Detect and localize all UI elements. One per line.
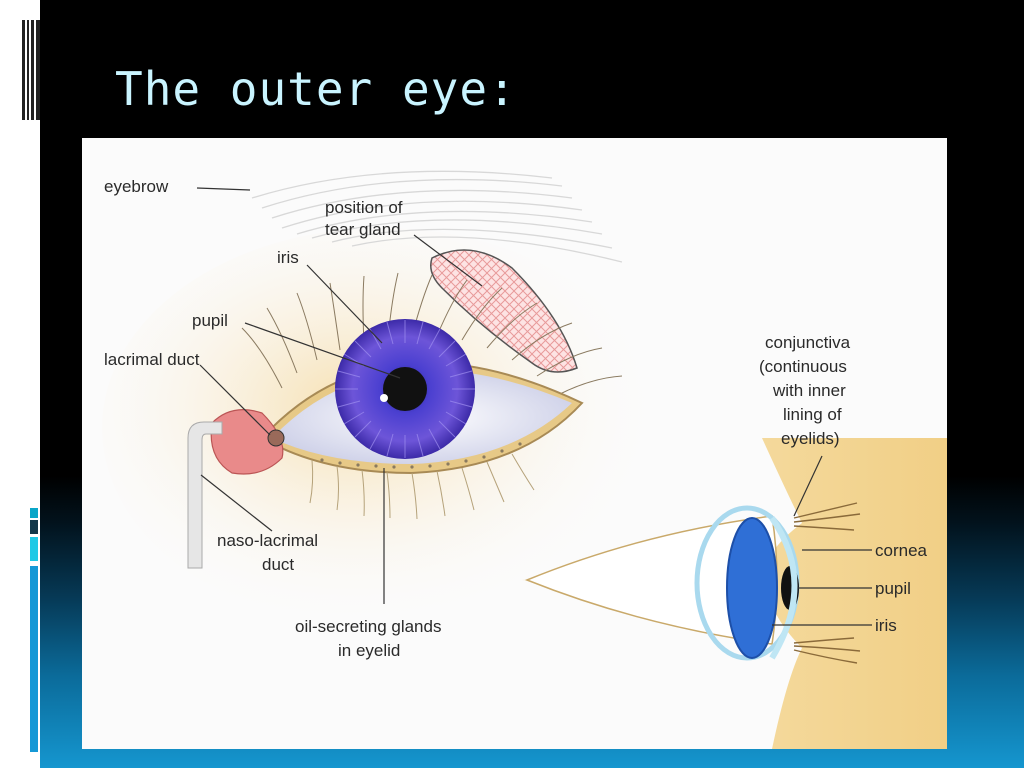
decor-accent: [30, 537, 38, 561]
label-conjunctiva-line2: (continuous: [759, 357, 847, 376]
eyebrow-leader: [196, 187, 251, 191]
lower-eyelashes: [309, 453, 535, 520]
oil-gland-dots: [320, 442, 522, 469]
label-iris: iris: [277, 248, 299, 267]
label-conjunctiva-line3: with inner: [772, 381, 846, 400]
label-conjunctiva-line5: eyelids): [781, 429, 840, 448]
pupil-leader: [244, 322, 401, 379]
label-tear-gland-line2: tear gland: [325, 220, 401, 239]
iris-striations: [335, 320, 475, 458]
label-oil-glands-line2: in eyelid: [338, 641, 400, 660]
eye-diagram-figure: eyebrow position of tear gland iris pupi…: [82, 138, 947, 749]
front-pupil: [383, 367, 427, 411]
label-side-pupil: pupil: [875, 579, 911, 598]
decor-accent: [30, 520, 38, 534]
eyebrow-hairs: [251, 170, 623, 263]
conjunctiva-leader: [793, 455, 823, 517]
label-eyebrow: eyebrow: [104, 177, 169, 196]
pupil-highlight: [380, 394, 388, 402]
iris-leader: [306, 264, 383, 344]
label-naso-lacrimal-line2: duct: [262, 555, 294, 574]
slide-title: The outer eye:: [115, 62, 517, 116]
tear-gland-leader: [413, 234, 483, 287]
label-lacrimal-duct: lacrimal duct: [104, 350, 200, 369]
label-side-iris: iris: [875, 616, 897, 635]
naso-lacrimal-duct-shape: [187, 421, 223, 569]
label-naso-lacrimal-line1: naso-lacrimal: [217, 531, 318, 550]
eye-diagram: eyebrow position of tear gland iris pupi…: [102, 170, 947, 749]
naso-lacrimal-leader: [200, 474, 273, 532]
tear-gland-shape: [430, 249, 578, 373]
label-conjunctiva-line1: conjunctiva: [765, 333, 851, 352]
decor-accent: [30, 566, 38, 752]
side-cornea: [769, 516, 798, 660]
label-pupil: pupil: [192, 311, 228, 330]
label-tear-gland-line1: position of: [325, 198, 403, 217]
label-oil-glands-line1: oil-secreting glands: [295, 617, 441, 636]
decor-accent: [30, 508, 38, 518]
side-iris: [726, 517, 778, 659]
side-eyelashes: [793, 502, 861, 664]
lacrimal-duct-leader: [199, 364, 271, 436]
label-conjunctiva-line4: lining of: [783, 405, 842, 424]
lacrimal-punctum: [267, 429, 285, 447]
left-decor-strip: [0, 0, 40, 768]
label-cornea: cornea: [875, 541, 928, 560]
decor-bars: [22, 20, 40, 120]
